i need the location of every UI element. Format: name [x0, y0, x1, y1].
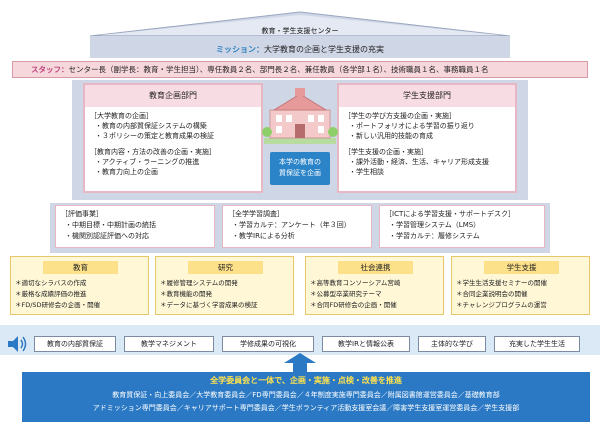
function-research: 研究 ＊履修管理システムの開発 ＊教育機能の開発 ＊データに基づく学習成果の検証: [155, 256, 294, 315]
committee-line: 教育質保証・向上委員会／大学教育委員会／FD専門委員会／４年制度実施専門委員会／…: [112, 391, 500, 399]
group-heading: ［学生支援の企画・実施］: [344, 148, 428, 156]
list-item: ＊履修管理システムの開発: [160, 279, 238, 287]
list-item: ＊高等教育コンソーシアム宮崎: [310, 279, 401, 287]
list-item: ＊合同FD研修会の企画・開催: [310, 301, 397, 309]
outcome-item: 主体的な学び: [418, 336, 486, 352]
list-item: ＊データに基づく学習成果の検証: [160, 301, 258, 309]
list-item: ＊適切なシラバスの作成: [15, 279, 87, 287]
center-title: 教育・学生支援センター: [261, 27, 339, 35]
group-heading: ［大学教育の企画］: [90, 112, 153, 120]
list-item: ・ポートフォリオによる学習の振り返り: [349, 122, 475, 130]
outcome-item: 教育の内部質保証: [34, 336, 116, 352]
function-title: 研究: [188, 261, 263, 274]
staff-label: スタッフ：: [31, 65, 69, 74]
list-item: ＊公募型卒業研究テーマ: [310, 290, 382, 298]
outcome-item: 学修成果の可視化: [222, 336, 314, 352]
function-title: 教育: [43, 261, 118, 274]
list-item: ・学習管理システム（LMS）: [389, 221, 481, 229]
list-item: ＊合同企業説明会の開催: [456, 290, 528, 298]
outcome-item: 教学マネジメント: [124, 336, 214, 352]
ict-support-box: ［ICTによる学習支援・サポートデスク］ ・学習管理システム（LMS） ・学習カ…: [379, 205, 545, 248]
list-item: ＊FD/SD研修会の企画・開催: [15, 301, 101, 309]
committee-line: アドミッション専門委員会／キャリアサポート専門委員会／学生ボランティア活動支援室…: [92, 404, 520, 412]
group-heading: ［評価事業］: [61, 210, 103, 218]
evaluation-box: ［評価事業］ ・中期目標・中期計画の統括 ・機関別認証評価への対応: [55, 205, 215, 248]
list-item: ＊学生生活支援セミナーの開催: [456, 279, 547, 287]
group-heading: ［全学学習調査］: [228, 210, 284, 218]
survey-box: ［全学学習調査］ ・学習カルテ：アンケート（年３回） ・教学IRによる分析: [222, 205, 372, 248]
mission-statement: ミッション：大学教育の企画と学生支援の充実: [100, 44, 500, 55]
function-education: 教育 ＊適切なシラバスの作成 ＊厳格な成績評価の推進 ＊FD/SD研修会の企画・…: [10, 256, 149, 315]
list-item: ＊教育機能の開発: [160, 290, 212, 298]
list-item: ＊チャレンジプログラムの運営: [456, 301, 547, 309]
list-item: ・学習カルテ：履修システム: [389, 232, 480, 240]
mission-text: 大学教育の企画と学生支援の充実: [264, 45, 384, 54]
dept-title: 教育企画部門: [85, 85, 261, 107]
committee-block: 全学委員会と一体で、企画・実施・点検・改善を推進 教育質保証・向上委員会／大学教…: [22, 372, 590, 422]
list-item: ＊厳格な成績評価の推進: [15, 290, 87, 298]
list-item: ・課外活動・経済、生活、キャリア形成支援: [349, 158, 489, 166]
group-heading: ［ICTによる学習支援・サポートデスク］: [385, 210, 516, 218]
list-item: ・機関別認証評価への対応: [65, 232, 149, 240]
list-item: ・中期目標・中期計画の統括: [65, 221, 156, 229]
staff-text: センター長（副学長：教育・学生担当）、専任教員２名、部門長２名、兼任教員（各学部…: [68, 65, 489, 74]
center-line: 本学の教育の: [279, 158, 321, 166]
list-item: ・アクティブ・ラーニングの推進: [95, 158, 200, 166]
list-item: ・教学IRによる分析: [232, 232, 295, 240]
group-heading: ［学生の学び方支援の企画・実施］: [344, 112, 456, 120]
outcome-item: 教学IRと情報公表: [322, 336, 410, 352]
up-arrow-icon: [284, 353, 316, 373]
roof-pediment: [89, 11, 511, 58]
function-title: 学生支援: [484, 261, 559, 274]
mission-label: ミッション：: [216, 45, 264, 54]
staff-bar: スタッフ：センター長（副学長：教育・学生担当）、専任教員２名、部門長２名、兼任教…: [12, 61, 588, 78]
education-planning-dept: 教育企画部門 ［大学教育の企画］ ・教育の内部質保証システムの構築 ・３ポリシー…: [83, 83, 263, 193]
campus-building-icon: [262, 88, 338, 144]
center-line: 質保証を企画: [279, 169, 321, 177]
list-item: ・教育力向上の企画: [95, 168, 158, 176]
speaker-icon: [8, 336, 27, 352]
group-heading: ［教育内容・方法の改善の企画・実施］: [90, 148, 216, 156]
list-item: ・学生相談: [349, 168, 384, 176]
function-title: 社会連携: [338, 261, 413, 274]
function-student-support: 学生支援 ＊学生生活支援セミナーの開催 ＊合同企業説明会の開催 ＊チャレンジプロ…: [451, 256, 590, 315]
dept-title: 学生支援部門: [339, 85, 515, 107]
list-item: ・教育の内部質保証システムの構築: [95, 122, 207, 130]
list-item: ・３ポリシーの策定と教育成果の検証: [95, 132, 214, 140]
function-community: 社会連携 ＊高等教育コンソーシアム宮崎 ＊公募型卒業研究テーマ ＊合同FD研修会…: [305, 256, 444, 315]
quality-assurance-box: 本学の教育の 質保証を企画: [270, 152, 330, 185]
outcome-item: 充実した学生生活: [494, 336, 580, 352]
student-support-dept: 学生支援部門 ［学生の学び方支援の企画・実施］ ・ポートフォリオによる学習の振り…: [337, 83, 517, 193]
committee-heading: 全学委員会と一体で、企画・実施・点検・改善を推進: [210, 376, 402, 385]
list-item: ・学習カルテ：アンケート（年３回）: [232, 221, 351, 229]
list-item: ・新しい汎用的技能の育成: [349, 132, 433, 140]
